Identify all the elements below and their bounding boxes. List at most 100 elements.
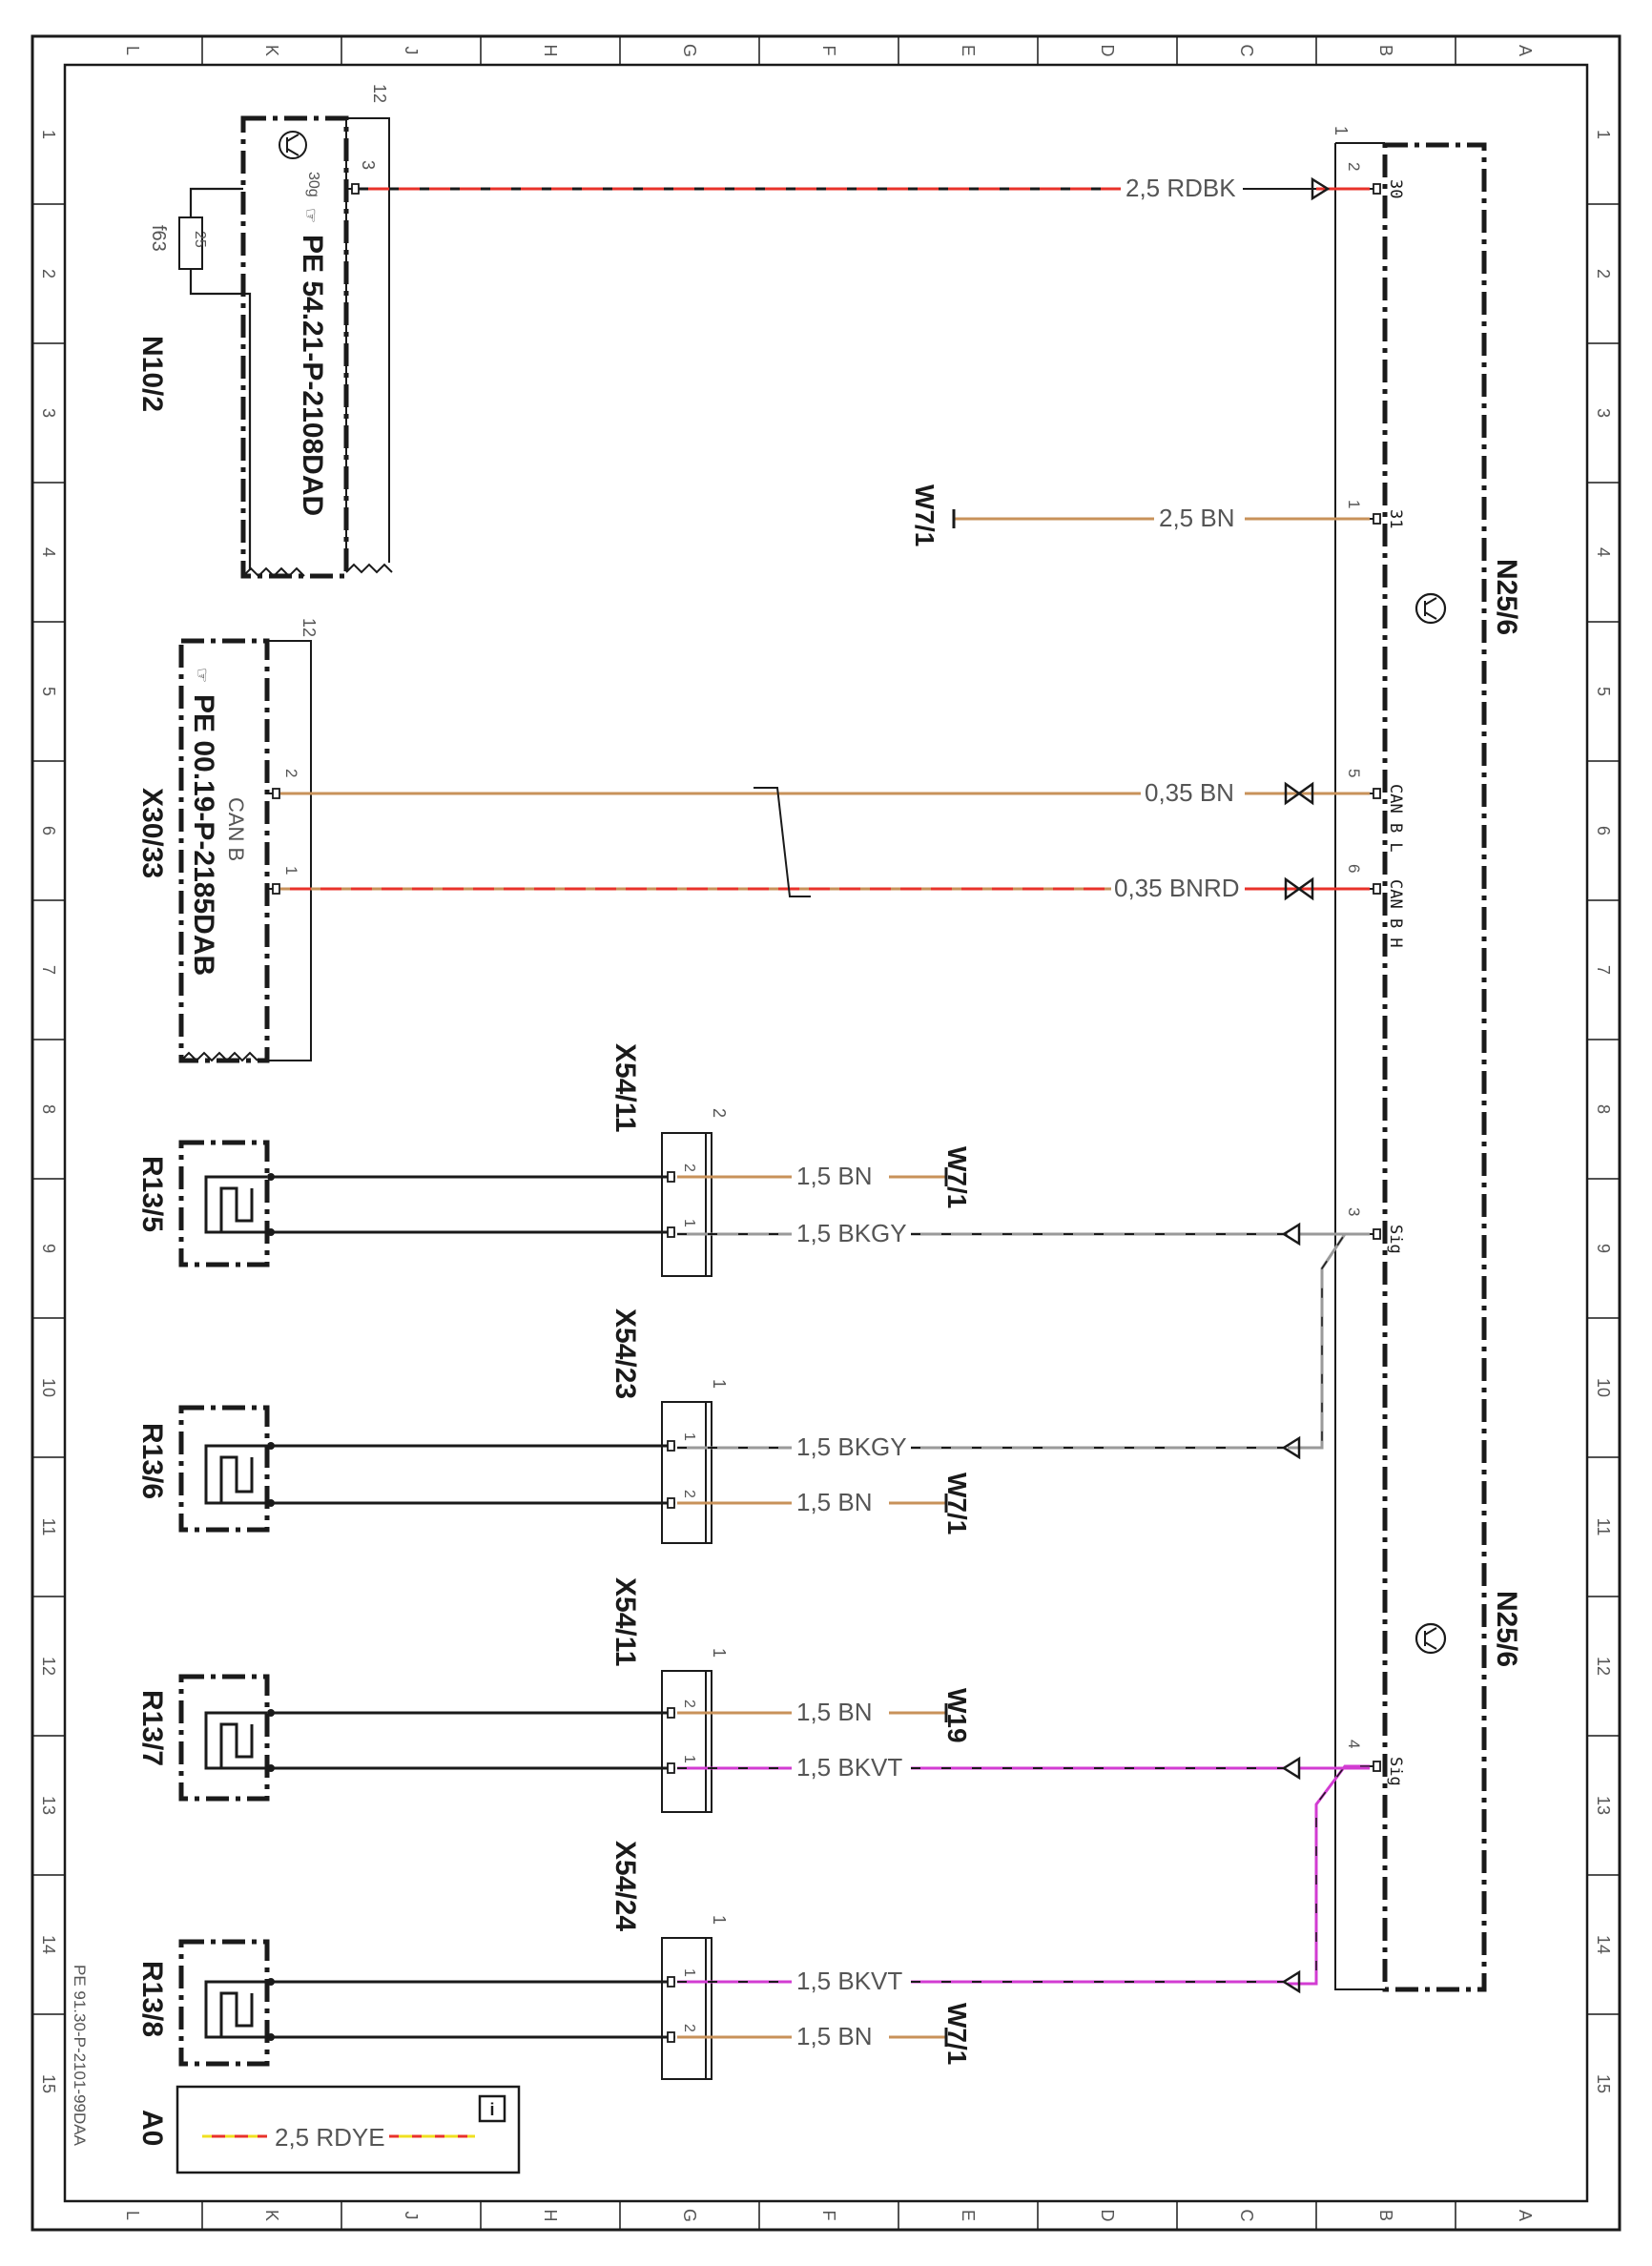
wire-r5-bn: 1,5 BN W7/1 xyxy=(677,1146,972,1208)
col-label-top: A xyxy=(1516,45,1535,56)
sensor-r6-label: R13/6 xyxy=(136,1423,168,1499)
wire-label: 1,5 BKVT xyxy=(796,1967,902,1995)
conn-pin: 1 xyxy=(681,1968,697,1977)
transistor-icon xyxy=(279,131,307,159)
col-label-bottom: H xyxy=(541,2210,560,2222)
pin-canh-number: 6 xyxy=(1345,864,1363,873)
pin-30-name: 30 xyxy=(1386,179,1405,198)
row-label-right: 7 xyxy=(1594,965,1613,975)
row-label-right: 5 xyxy=(1594,687,1613,696)
sheet-format: A0 xyxy=(136,2110,168,2146)
row-label-left: 1 xyxy=(39,130,58,139)
pin-canl-number: 5 xyxy=(1345,769,1363,777)
n10-pin-3: 3 xyxy=(359,160,378,170)
row-label-left: 9 xyxy=(39,1244,58,1253)
ground-label: W7/1 xyxy=(942,2003,972,2065)
pin-sig3-number: 3 xyxy=(1345,1207,1363,1216)
col-label-top: L xyxy=(123,46,142,55)
conn-count: 1 xyxy=(710,1915,729,1925)
conn-pin: 2 xyxy=(681,1700,697,1708)
pin-31-name: 31 xyxy=(1386,509,1405,528)
row-label-left: 7 xyxy=(39,965,58,975)
wire-r6-bn: 1,5 BN W7/1 xyxy=(677,1473,972,1535)
conn-pin: 2 xyxy=(681,1164,697,1172)
ground-label: W7/1 xyxy=(942,1473,972,1535)
conn-pin: 2 xyxy=(681,1490,697,1498)
row-label-right: 13 xyxy=(1594,1796,1613,1815)
row-label-left: 13 xyxy=(39,1796,58,1815)
column-labels: L K J H G F E D C B A L K J H G F E D C … xyxy=(123,44,1535,2222)
row-label-left: 6 xyxy=(39,826,58,835)
col-label-top: D xyxy=(1098,45,1117,57)
connector-label: X54/11 xyxy=(609,1043,641,1132)
row-label-right: 1 xyxy=(1594,130,1613,139)
direction-arrow-icon xyxy=(1281,1756,1301,1781)
col-label-bottom: L xyxy=(123,2211,142,2220)
bidirectional-arrow-icon xyxy=(1284,781,1314,806)
wire-r7-sig: 1,5 BKVT xyxy=(677,1753,1370,1782)
x30-label: X30/33 xyxy=(136,788,168,878)
col-label-top: B xyxy=(1376,45,1395,56)
connector-pin-icon xyxy=(663,1707,675,1719)
conn-count: 1 xyxy=(710,1648,729,1658)
ground-label: W7/1 xyxy=(942,1146,972,1208)
x30-pin-1: 1 xyxy=(282,866,300,875)
row-label-right: 10 xyxy=(1594,1378,1613,1397)
wire-30-supply: 2,5 RDBK xyxy=(359,174,1370,202)
sensor-r13-7: R13/7 xyxy=(136,1674,675,1802)
sig4-violet-branch xyxy=(1288,1764,1370,1986)
pin-canh-name: CAN B H xyxy=(1386,879,1405,948)
heater-element-icon xyxy=(204,1711,267,1770)
n10-label: N10/2 xyxy=(136,336,168,412)
x30-bus-label: CAN B xyxy=(224,797,248,861)
wire-label: 1,5 BKGY xyxy=(796,1432,907,1461)
ground-31-label: W7/1 xyxy=(910,484,940,546)
conn-pin: 1 xyxy=(681,1755,697,1763)
direction-arrow-icon xyxy=(1281,1969,1301,1994)
row-label-left: 2 xyxy=(39,269,58,278)
col-label-bottom: D xyxy=(1098,2210,1117,2222)
col-label-top: C xyxy=(1237,45,1256,57)
pin-30-number: 2 xyxy=(1345,162,1363,171)
reference-hand-icon: ☞ xyxy=(193,668,212,683)
wire-label: 1,5 BKVT xyxy=(796,1753,902,1782)
connector-pin-icon xyxy=(663,1762,675,1774)
wire-label: 1,5 BN xyxy=(796,1698,873,1726)
n10-pin-count: 12 xyxy=(370,84,389,103)
n25-terminal-icon xyxy=(1369,788,1381,799)
connector-pin-icon xyxy=(663,1976,675,1988)
connector-pin-icon xyxy=(663,1226,675,1238)
conn-pin: 1 xyxy=(681,1432,697,1441)
wire-label: 1,5 BN xyxy=(796,1488,873,1516)
col-label-top: J xyxy=(402,47,421,55)
col-label-bottom: B xyxy=(1376,2210,1395,2221)
col-label-bottom: G xyxy=(680,2209,699,2222)
sensor-r8-label: R13/8 xyxy=(136,1961,168,2037)
row-label-left: 12 xyxy=(39,1657,58,1676)
n25-label-bottom: N25/6 xyxy=(1491,1591,1522,1667)
wire-canl-label: 0,35 BN xyxy=(1145,778,1234,807)
conn-count: 2 xyxy=(710,1108,729,1118)
row-label-right: 6 xyxy=(1594,826,1613,835)
col-label-bottom: J xyxy=(402,2212,421,2220)
document-number: PE 91.30-P-2101-99DAA xyxy=(71,1965,89,2147)
wire-label: 1,5 BN xyxy=(796,1162,873,1190)
module-x30-33: 12 ☞ PE 00.19-P-2185DAB CAN B X30/33 2 1 xyxy=(136,618,319,1063)
n25-terminal-icon xyxy=(1369,513,1381,525)
direction-arrow-icon xyxy=(1281,1222,1301,1246)
pin-31-number: 1 xyxy=(1345,500,1363,508)
col-label-bottom: E xyxy=(959,2210,978,2221)
x30-terminal-icon xyxy=(268,788,280,799)
wire-canh-label: 0,35 BNRD xyxy=(1114,874,1240,902)
wire-30-label: 2,5 RDBK xyxy=(1125,174,1236,202)
row-label-left: 11 xyxy=(39,1518,58,1536)
row-label-right: 11 xyxy=(1594,1518,1613,1536)
wire-r8-sig: 1,5 BKVT xyxy=(677,1967,1301,1995)
bidirectional-arrow-icon xyxy=(1284,876,1314,901)
heater-element-icon xyxy=(204,1175,267,1234)
drawing-frame xyxy=(31,34,1621,2232)
row-label-right: 3 xyxy=(1594,408,1613,418)
info-icon xyxy=(478,2094,506,2123)
col-label-top: H xyxy=(541,45,560,57)
